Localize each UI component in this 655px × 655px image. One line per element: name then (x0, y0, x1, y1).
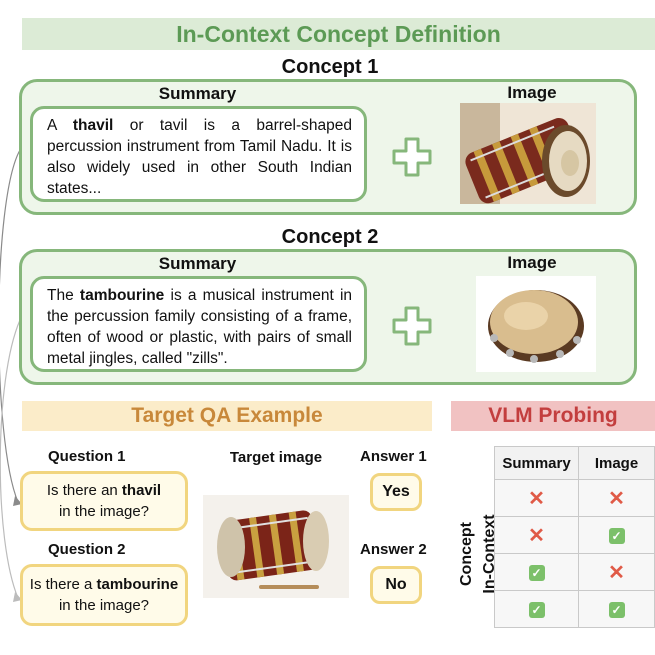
concept-2-summary-label: Summary (158, 254, 237, 273)
probing-cell-1-2: ✕ (578, 479, 655, 517)
concept-2-title: Concept 2 (281, 226, 379, 248)
column-header-image: Image (578, 446, 655, 480)
check-icon: ✓ (608, 601, 625, 618)
concept-2-summary-text: The tambourine is a musical instrument i… (30, 276, 367, 372)
question-1-box: Is there an thavil in the image? (20, 471, 188, 531)
cross-icon: ✕ (608, 561, 625, 584)
target-image-label: Target image (229, 449, 323, 466)
concept-1-term: thavil (72, 117, 114, 134)
cross-icon: ✕ (528, 487, 545, 510)
answer-1-box: Yes (370, 473, 422, 511)
cross-icon: ✕ (528, 524, 545, 547)
target-thavil-image (203, 495, 349, 598)
concept-2-term: tambourine (79, 287, 165, 304)
column-header-summary: Summary (493, 446, 580, 480)
concept-1-image-label: Image (507, 83, 557, 102)
answer-1-label: Answer 1 (360, 448, 427, 465)
probing-cell-2-1: ✕ (493, 516, 580, 554)
concept-1-summary-label: Summary (158, 84, 237, 103)
check-icon: ✓ (608, 527, 625, 544)
section-title-target-qa: Target QA Example (22, 401, 432, 431)
probing-cell-2-2: ✓ (578, 516, 655, 554)
probing-cell-4-2: ✓ (578, 590, 655, 628)
probing-row-3: ✓✕ (493, 553, 655, 591)
concept-1-title: Concept 1 (281, 56, 379, 78)
probing-cell-3-1: ✓ (493, 553, 580, 591)
probing-row-4: ✓✓ (493, 590, 655, 628)
probing-table: Summary Image ✕✕✕✓✓✕✓✓ (493, 446, 655, 628)
check-icon: ✓ (528, 601, 545, 618)
tambourine-image (476, 276, 596, 372)
probing-cell-1-1: ✕ (493, 479, 580, 517)
question-2-box: Is there a tambourine in the image? (20, 564, 188, 626)
section-title-in-context: In-Context Concept Definition (22, 18, 655, 50)
concept-2-image-label: Image (507, 253, 557, 272)
probing-cell-3-2: ✕ (578, 553, 655, 591)
probing-cell-4-1: ✓ (493, 590, 580, 628)
answer-2-box: No (370, 566, 422, 604)
check-icon: ✓ (528, 564, 545, 581)
probing-row-1: ✕✕ (493, 479, 655, 517)
thavil-image (460, 103, 596, 204)
section-title-vlm-probing: VLM Probing (451, 401, 655, 431)
plus-icon (392, 306, 432, 346)
answer-2-label: Answer 2 (360, 541, 427, 558)
connector-arrows (0, 149, 22, 602)
question-1-label: Question 1 (48, 448, 126, 465)
concept-1-summary-text: A thavil or tavil is a barrel-shaped per… (30, 106, 367, 202)
probing-row-2: ✕✓ (493, 516, 655, 554)
plus-icon (392, 137, 432, 177)
question-2-label: Question 2 (48, 541, 126, 558)
cross-icon: ✕ (608, 487, 625, 510)
